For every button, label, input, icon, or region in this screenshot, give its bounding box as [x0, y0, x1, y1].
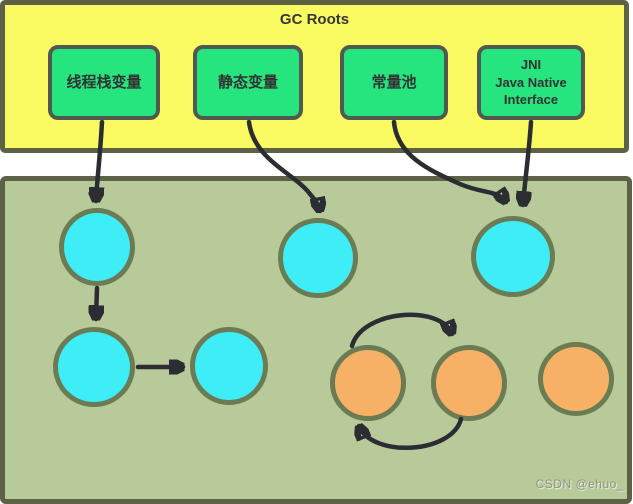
heap-object-2-reachable	[278, 218, 358, 298]
heap-object-6-unreachable	[330, 345, 406, 421]
heap-object-1-reachable	[59, 208, 135, 286]
csdn-watermark: CSDN @ehuo_	[535, 477, 624, 491]
panel-title: GC Roots	[279, 11, 350, 28]
heap-object-8-unreachable	[538, 342, 614, 416]
heap-object-7-unreachable	[431, 345, 507, 421]
root-box-constant-pool: 常量池	[340, 45, 448, 120]
gc-roots-panel: GC Roots 线程栈变量 静态变量 常量池 JNI Java Native …	[0, 0, 629, 153]
root-box-jni: JNI Java Native Interface	[477, 45, 585, 120]
heap-object-4-reachable	[53, 327, 135, 407]
heap-object-5-reachable	[190, 327, 268, 405]
heap-object-3-reachable	[471, 216, 555, 297]
root-box-static-vars: 静态变量	[193, 45, 303, 120]
root-box-thread-stack-vars: 线程栈变量	[48, 45, 160, 120]
